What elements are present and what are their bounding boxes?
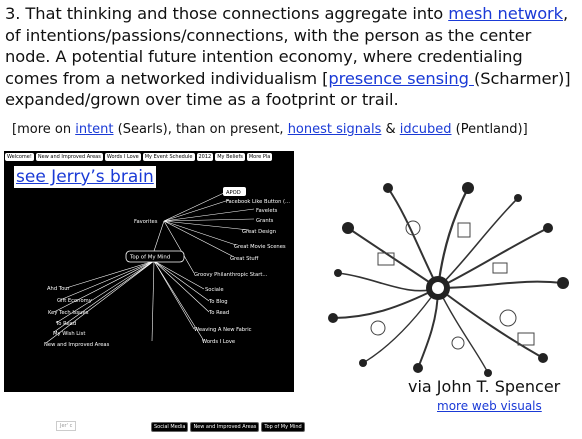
brain-node-left[interactable]: My Wish List	[53, 331, 85, 337]
mind-map-sketch	[328, 182, 569, 377]
brain-node-right[interactable]: To Read	[208, 310, 229, 316]
refs-searls: (Searls), than on present,	[113, 122, 288, 137]
brain-bottom-tab[interactable]: New and Improved Areas	[190, 422, 260, 432]
brain-node-left[interactable]: Gift Economy	[57, 298, 92, 304]
brain-node-fav-child[interactable]: Facebook Like Button (...	[226, 199, 290, 205]
references-line: [more on intent (Searls), than on presen…	[12, 122, 582, 138]
brain-node-fav-child[interactable]: Great Movie Scenes	[234, 244, 286, 250]
brain-node-right[interactable]: To Blog	[208, 299, 228, 305]
refs-open: [more on	[12, 122, 76, 137]
sketch-caption: via John T. Spencer	[408, 377, 561, 396]
honest-signals-link[interactable]: honest signals	[287, 122, 382, 137]
refs-amp: &	[381, 122, 400, 137]
brain-node-fav-child[interactable]: Great Design	[242, 229, 276, 235]
brain-node-fav-child[interactable]: Favelets	[256, 208, 278, 214]
brain-node-fav-child[interactable]: Great Stuff	[230, 256, 259, 262]
brain-faint-tab: Jer' c	[56, 421, 77, 431]
main-paragraph: 3. That thinking and those connections a…	[5, 3, 580, 111]
brain-bottom-tab[interactable]: Top of My Mind	[261, 422, 305, 432]
brain-node-fav-child[interactable]: Groovy Philanthropic Start...	[194, 272, 268, 278]
brain-center-node[interactable]: Top of My Mind	[129, 255, 170, 261]
brain-node-right[interactable]: Sociale	[205, 287, 224, 293]
brain-node-right[interactable]: Weaving A New Fabric	[194, 327, 252, 333]
refs-close: (Pentland)]	[451, 122, 528, 137]
brain-tab[interactable]: New and Improved Areas	[35, 153, 103, 161]
brain-tab[interactable]: Welcome!	[5, 153, 34, 161]
para-text-mid: , of intentions/passions/connections, wi…	[5, 4, 569, 88]
mesh-network-link[interactable]: mesh network	[448, 4, 563, 23]
brain-node-fav-child[interactable]: Grants	[256, 218, 274, 224]
brain-tab[interactable]: My Event Schedule	[142, 153, 195, 161]
brain-tab[interactable]: 2012	[196, 153, 214, 161]
para-text-end: (Scharmer)] expanded/grown over time as …	[5, 68, 571, 110]
brain-graph: Favorites APOD Facebook Like Button (...…	[44, 187, 290, 348]
more-web-visuals-link[interactable]: more web visuals	[437, 399, 542, 413]
brain-tab[interactable]: More Pla	[246, 153, 273, 161]
brain-node-left[interactable]: Key Tech Issues	[48, 310, 89, 316]
idcubed-link[interactable]: idcubed	[399, 122, 452, 137]
presence-sensing-link[interactable]: presence sensing	[328, 68, 474, 88]
brain-node-left[interactable]: To Read	[55, 321, 76, 327]
brain-node-favorites[interactable]: Favorites	[134, 219, 158, 225]
brain-bottom-tab[interactable]: Social Media	[151, 422, 189, 432]
see-jerrys-brain-link[interactable]: see Jerry’s brain	[14, 166, 156, 188]
brain-node-left[interactable]: New and Improved Areas	[44, 342, 110, 348]
para-text-lead: 3. That thinking and those connections a…	[5, 4, 449, 23]
brain-node-fav-child[interactable]: APOD	[226, 190, 241, 196]
brain-tab[interactable]: Words I Love	[104, 153, 141, 161]
brain-node-left[interactable]: Ahd Tour	[47, 286, 71, 292]
brain-tab[interactable]: My Beliefs	[215, 153, 245, 161]
intent-link[interactable]: intent	[75, 122, 114, 137]
brain-node-right[interactable]: Words I Love	[202, 339, 235, 345]
